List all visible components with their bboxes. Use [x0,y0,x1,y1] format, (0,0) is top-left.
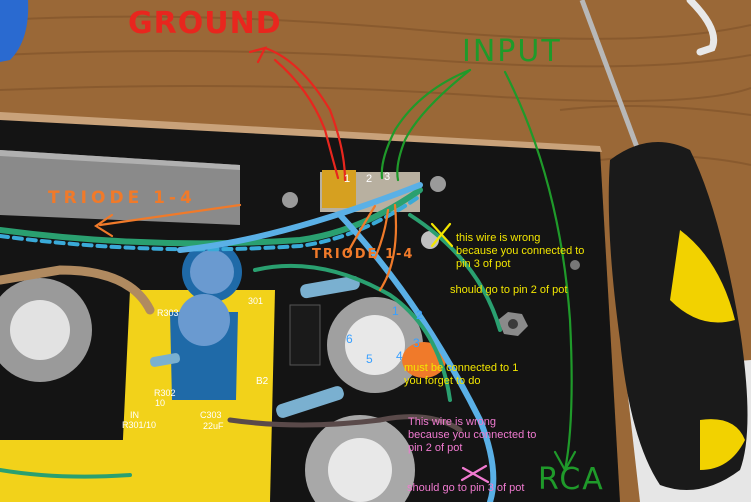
pot-pin-2: 2 [366,173,373,185]
socket-pin-6: 6 [346,332,353,346]
ground-label: GROUND [128,6,282,41]
note-wrong-pin3: this wire is wrong because you connected… [456,232,585,270]
board-label-c303-value: 22uF [203,421,224,431]
socket-pin-2: 2 [416,308,423,322]
pot-pin-1: 1 [344,173,351,185]
triode-label-left: TRIODE 1-4 [48,188,196,208]
note-wrong-pin2: This wire is wrong because you connected… [408,416,537,454]
board-label-r301: R301/10 [122,420,157,430]
triode-label-mid: TRIODE 1-4 [312,247,415,262]
note-should-pin3: should go to pin 3 of pot [407,482,525,494]
note-must-connect: must be connected to 1 you forget to do [404,362,519,387]
board-label-r303: R303 [157,308,179,318]
socket-pin-5: 5 [366,352,373,366]
note-should-pin2: should go to pin 2 of pot [450,284,568,296]
pot-pin-3: 3 [384,171,391,183]
socket-pin-1: 1 [392,304,399,318]
board-label-b2: B2 [256,376,269,387]
board-label-r302: R302 [154,388,176,398]
input-label: INPUT [462,34,562,69]
socket-pin-3: 3 [413,336,420,350]
board-label-in: IN [130,410,139,420]
rca-label: RCA [538,462,605,497]
board-label-10: 10 [155,398,166,408]
board-label-c303: C303 [200,410,222,420]
socket-pin-4: 4 [396,349,403,363]
board-label-301: 301 [248,296,264,306]
